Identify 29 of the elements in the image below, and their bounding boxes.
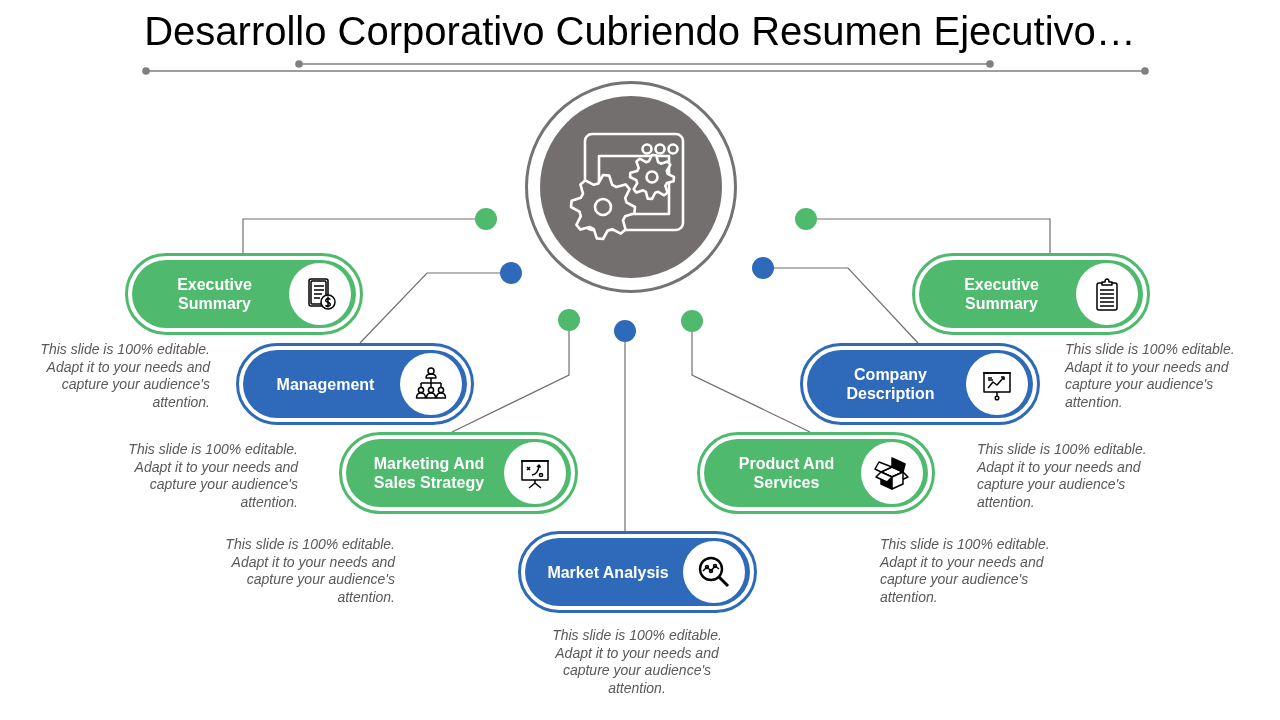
- connector-dot: [500, 262, 522, 284]
- slide-title: Desarrollo Corporativo Cubriendo Resumen Ejecutivo…: [143, 8, 1137, 55]
- description-text: This slide is 100% editable. Adapt it to your needs and capture your audience's attention.: [551, 627, 723, 697]
- connector-line: [691, 331, 811, 433]
- connector-dot: [558, 309, 580, 331]
- description-text: This slide is 100% editable. Adapt it to your needs and capture your audience's attention.: [39, 341, 210, 411]
- connector-line: [773, 267, 919, 344]
- connector-dot: [614, 320, 636, 342]
- connector-line: [624, 341, 626, 532]
- description-text: This slide is 100% editable. Adapt it to your needs and capture your audience's attention.: [127, 441, 298, 511]
- connector-line: [359, 272, 501, 344]
- pill-label: Company Description: [845, 365, 936, 403]
- pill-label: Market Analysis: [546, 562, 670, 582]
- description-text: This slide is 100% editable. Adapt it to your needs and capture your audience's attention.: [977, 441, 1148, 511]
- pill-label: Product And Services: [737, 454, 836, 492]
- description-text: This slide is 100% editable. Adapt it to your needs and capture your audience's attention.: [1065, 341, 1236, 411]
- pill-label: Executive Summary: [176, 275, 253, 313]
- description-text: This slide is 100% editable. Adapt it to your needs and capture your audience's attention.: [880, 536, 1051, 606]
- pill-label: Executive Summary: [963, 275, 1040, 313]
- connector-dot: [681, 310, 703, 332]
- topic-pill: [236, 343, 474, 425]
- connector-dot: [752, 257, 774, 279]
- description-text: This slide is 100% editable. Adapt it to your needs and capture your audience's attention.: [224, 536, 395, 606]
- pill-label: Marketing And Sales Strategy: [372, 454, 486, 492]
- connector-line: [242, 218, 476, 254]
- connector-dot: [795, 208, 817, 230]
- connector-line: [816, 218, 1051, 254]
- pill-label: Management: [275, 374, 376, 394]
- connector-dot: [475, 208, 497, 230]
